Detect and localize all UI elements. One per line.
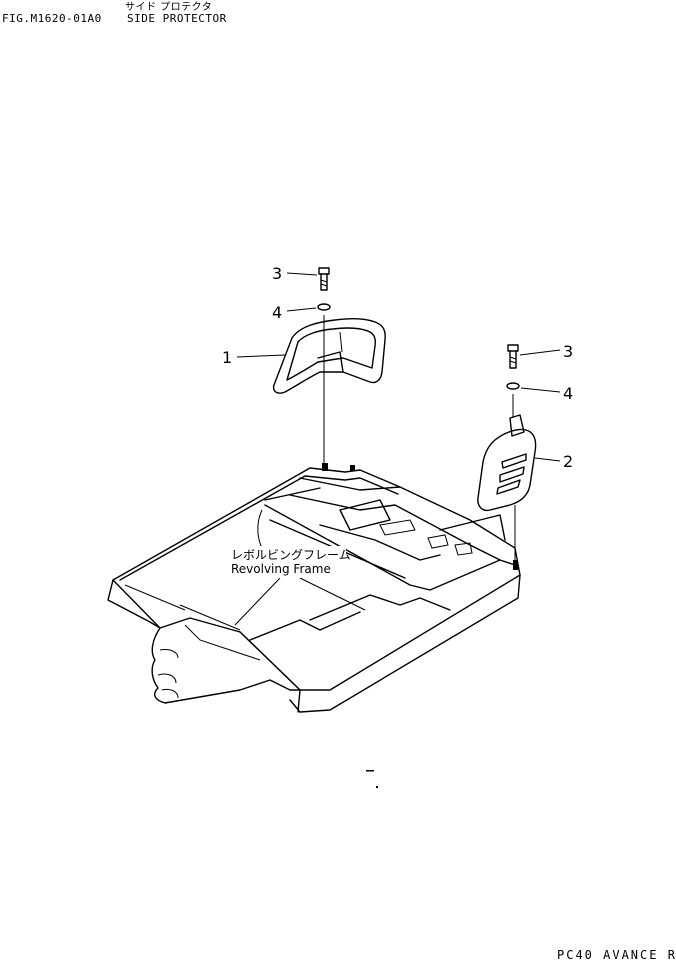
frame-bottom-face xyxy=(297,689,301,713)
right-side-protector xyxy=(477,414,537,512)
frame-inner-rail-2 xyxy=(179,604,241,631)
right-protector-slot-3 xyxy=(496,479,521,495)
model-footer: PC40 AVANCE R xyxy=(557,948,676,962)
callout-4-right-leader xyxy=(520,387,561,393)
callout-3-right-leader xyxy=(519,349,561,356)
callout-4-left: 4 xyxy=(272,303,282,322)
right-bolt-head xyxy=(507,344,519,352)
frame-rear-plate xyxy=(119,475,399,581)
callout-1-leader xyxy=(236,354,286,358)
callout-3-left-leader xyxy=(286,272,318,276)
frame-counterweight xyxy=(151,617,301,704)
right-protector-outer xyxy=(477,428,537,512)
left-protector-bracket xyxy=(317,351,344,373)
right-protector-slot-1 xyxy=(501,453,527,469)
callout-4-left-leader xyxy=(286,307,317,312)
frame-inner-rail-1 xyxy=(124,584,186,611)
frame-right-edge xyxy=(289,574,521,713)
left-protector-outer xyxy=(272,317,386,394)
right-bolt-thread xyxy=(509,356,517,364)
left-washer xyxy=(317,303,331,311)
right-bolt-shank xyxy=(509,350,517,369)
frame-slot-1 xyxy=(379,519,416,536)
left-side-protector xyxy=(272,317,386,394)
right-washer xyxy=(506,382,520,390)
frame-lower-rail xyxy=(249,611,361,641)
frame-label-leader-3 xyxy=(299,577,366,611)
frame-right-inner xyxy=(439,514,506,541)
frame-slot-2 xyxy=(427,534,449,549)
japanese-title: サイド プロテクタ xyxy=(125,2,213,13)
frame-cross-member xyxy=(309,594,451,621)
frame-center-rail-2 xyxy=(319,524,441,561)
counterweight-lobe-3 xyxy=(161,688,179,699)
frame-label-leader-2 xyxy=(234,577,281,626)
frame-beam-left xyxy=(264,504,516,591)
counterweight-lobe-2 xyxy=(157,673,177,684)
mount-boss-left xyxy=(322,463,328,471)
frame-center-block xyxy=(339,499,391,531)
right-protector-slot-2 xyxy=(499,466,525,483)
callout-4-right: 4 xyxy=(563,384,573,403)
figure-number: FIG.M1620-01A0 xyxy=(2,12,102,25)
callout-3-left: 3 xyxy=(272,264,282,283)
callout-1: 1 xyxy=(222,348,232,367)
revolving-frame xyxy=(107,463,521,713)
frame-label-english: Revolving Frame xyxy=(231,562,331,576)
scan-speck xyxy=(376,786,378,788)
frame-rear-rail-2 xyxy=(264,487,321,501)
scan-speck xyxy=(366,770,374,772)
frame-slot-3 xyxy=(454,542,473,556)
callout-3-right: 3 xyxy=(563,342,573,361)
frame-center-rail xyxy=(289,494,501,561)
left-bolt-thread xyxy=(320,279,328,287)
callout-2: 2 xyxy=(563,452,573,471)
right-protector-tab xyxy=(509,414,525,437)
frame-front-edge xyxy=(107,579,161,629)
frame-label-leader-1 xyxy=(257,509,263,549)
mount-boss-rear xyxy=(350,465,355,471)
counterweight-lobe-1 xyxy=(159,649,179,659)
left-bolt xyxy=(318,267,330,291)
left-protector-inner xyxy=(286,327,377,381)
mount-boss-right xyxy=(513,560,518,570)
counterweight-inner xyxy=(184,624,261,661)
figure-title: SIDE PROTECTOR xyxy=(127,12,227,25)
frame-rear-rail xyxy=(299,477,401,491)
right-bolt xyxy=(507,344,519,369)
callout-2-leader xyxy=(534,457,561,462)
left-bolt-head xyxy=(318,267,330,275)
left-protector-fold xyxy=(339,331,343,353)
frame-label-japanese: レボルビングフレーム xyxy=(231,548,351,562)
